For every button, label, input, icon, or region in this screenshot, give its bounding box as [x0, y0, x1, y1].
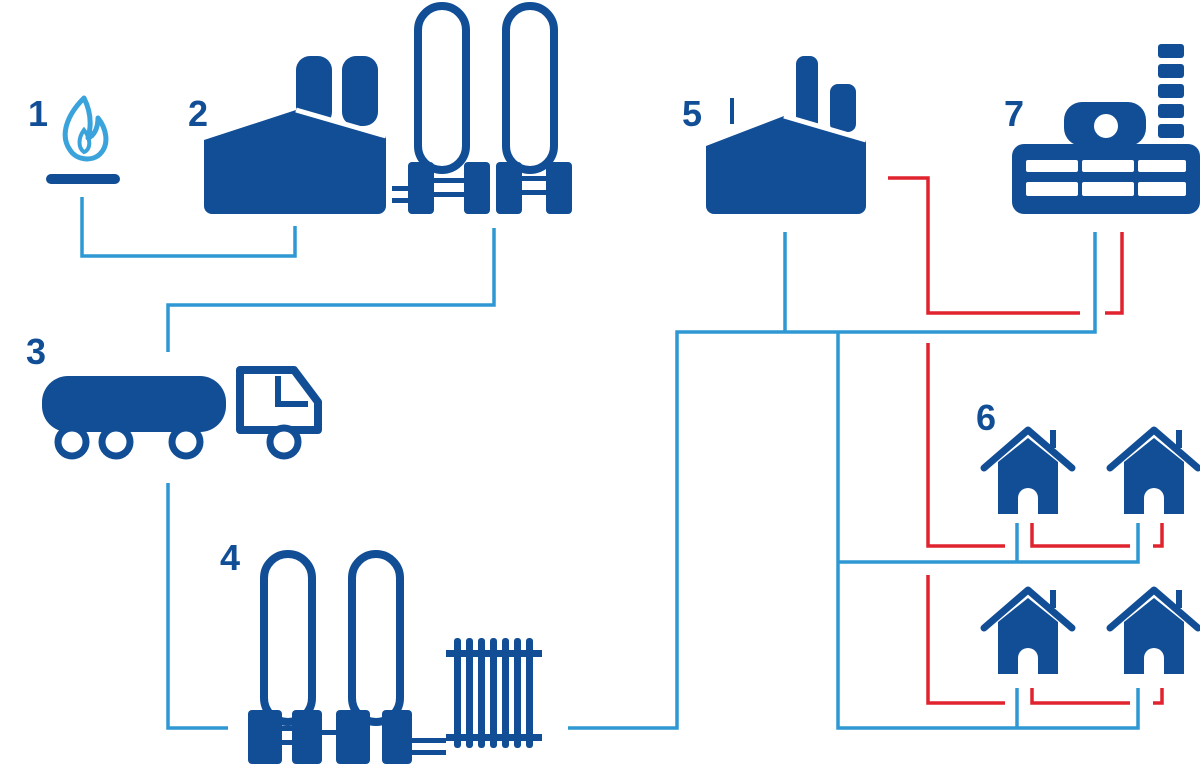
label-7: 7: [1004, 93, 1025, 134]
pipe-return-upper-2: [1030, 523, 1130, 548]
pipe-return-industrial: [1105, 232, 1124, 315]
return-lines: [888, 176, 1164, 705]
gas-processing-plant-icon: [204, 2, 572, 214]
label-2: 2: [188, 93, 209, 134]
label-5: 5: [682, 93, 703, 134]
regasification-station-icon: [248, 550, 542, 764]
label-4: 4: [220, 537, 241, 578]
pipe-return-upper: [926, 343, 1005, 548]
house-icon: [1110, 430, 1198, 514]
label-1: 1: [28, 93, 49, 134]
boiler-house-icon: [706, 56, 867, 214]
flame-icon: [46, 95, 120, 184]
pipe-return-lower: [926, 575, 1005, 705]
pipe-upper-houses: [838, 523, 1140, 564]
label-6: 6: [976, 397, 997, 438]
house-icon: [984, 590, 1072, 674]
label-3: 3: [26, 331, 47, 372]
pipe-plant-to-truck: [166, 228, 496, 352]
pipe-return-upper-3: [1153, 523, 1164, 548]
supply-lines: [80, 197, 1140, 730]
house-icon: [984, 430, 1072, 514]
pipe-return-lower-2: [1030, 688, 1130, 705]
pipe-return-main: [888, 176, 1080, 315]
industrial-consumer-icon: [1012, 44, 1200, 214]
pipe-return-lower-3: [1153, 688, 1164, 705]
house-icon: [1110, 590, 1198, 674]
pipe-station-to-network: [568, 232, 1097, 730]
pipe-truck-to-station: [166, 483, 228, 730]
pipe-houses-trunk: [836, 332, 1140, 730]
pipe-flare-to-plant: [80, 197, 297, 258]
gas-tanker-truck-icon: [42, 366, 322, 460]
